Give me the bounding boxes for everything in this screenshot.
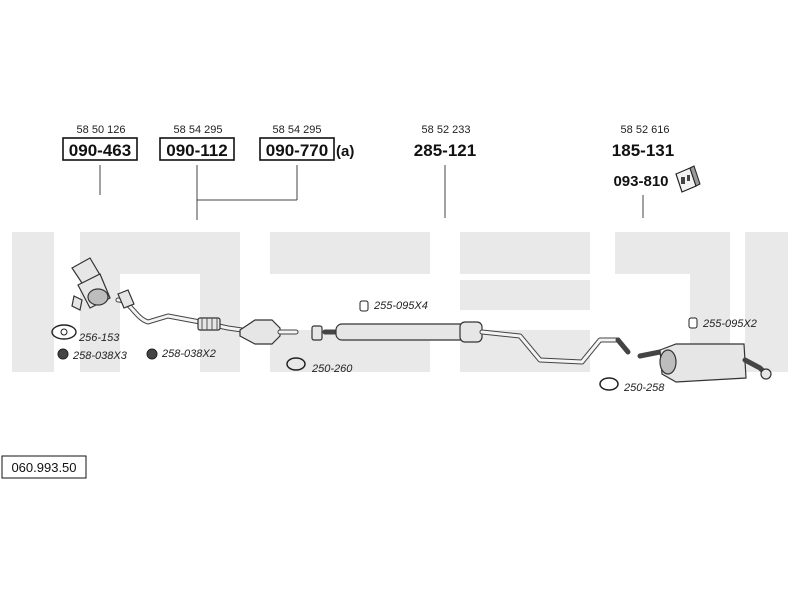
part-number-box-2: [159, 137, 235, 161]
front-silencer: [239, 319, 299, 345]
clamp-icon: [286, 357, 306, 371]
hanger-rear-accessory[interactable]: 255-095X2: [688, 317, 757, 330]
part-number-box-1: [62, 137, 138, 161]
front-pipe: [115, 289, 245, 333]
nut-left-accessory[interactable]: 258-038X3: [57, 348, 128, 362]
part-number-5: 185-131: [612, 141, 674, 160]
gasket-icon: [51, 324, 77, 340]
part-ref-3: 58 54 295: [273, 124, 322, 136]
clamp-rear-label: 250-258: [623, 382, 665, 394]
part-label-1[interactable]: 58 50 126 090-463: [62, 124, 138, 161]
part-ref-1: 58 50 126: [77, 124, 126, 136]
part-suffix-3: (a): [336, 143, 354, 160]
rear-silencer: [637, 343, 772, 383]
middle-silencer: [311, 321, 631, 365]
mounting-kit-number: 093-810: [613, 173, 668, 190]
clamp-icon: [599, 377, 619, 391]
part-number-4: 285-121: [414, 141, 476, 160]
part-number-box-3: [259, 137, 335, 161]
clamp-front-label: 250-260: [311, 363, 353, 375]
part-ref-5: 58 52 616: [621, 124, 670, 136]
mounting-kit-icon: [675, 165, 701, 193]
nut-mid-accessory[interactable]: 258-038X2: [146, 348, 216, 360]
hanger-mid-label: 255-095X4: [373, 300, 428, 312]
nut-left-label: 258-038X3: [72, 350, 128, 362]
gasket-accessory[interactable]: 256-153: [51, 324, 120, 344]
hanger-icon: [688, 317, 698, 329]
part-ref-4: 58 52 233: [422, 124, 471, 136]
part-label-5[interactable]: 58 52 616 185-131 093-810: [612, 124, 674, 190]
catalog-number-text: 060.993.50: [11, 460, 76, 475]
part-ref-2: 58 54 295: [174, 124, 223, 136]
hanger-mid-accessory[interactable]: 255-095X4: [359, 300, 428, 312]
background-watermark: [12, 232, 788, 372]
hanger-rear-label: 255-095X2: [702, 318, 757, 330]
part-number-2: 090-112: [166, 141, 227, 160]
nut-icon: [146, 348, 158, 360]
part-label-3[interactable]: 58 54 295 090-770 (a): [259, 124, 354, 161]
nut-icon: [57, 348, 69, 360]
part-label-2[interactable]: 58 54 295 090-112: [159, 124, 235, 161]
exhaust-system: [71, 257, 772, 383]
clamp-rear-accessory[interactable]: 250-258: [599, 377, 665, 394]
catalog-number: 060.993.50: [1, 455, 87, 479]
catalytic-converter: [71, 257, 111, 311]
leader-lines: [99, 165, 644, 220]
clamp-front-accessory[interactable]: 250-260: [286, 357, 353, 375]
part-number-1: 090-463: [69, 141, 131, 160]
hanger-icon: [359, 300, 369, 312]
part-label-4[interactable]: 58 52 233 285-121: [414, 124, 476, 160]
gasket-label: 256-153: [78, 332, 120, 344]
nut-mid-label: 258-038X2: [161, 348, 216, 360]
part-number-3: 090-770: [266, 141, 328, 160]
